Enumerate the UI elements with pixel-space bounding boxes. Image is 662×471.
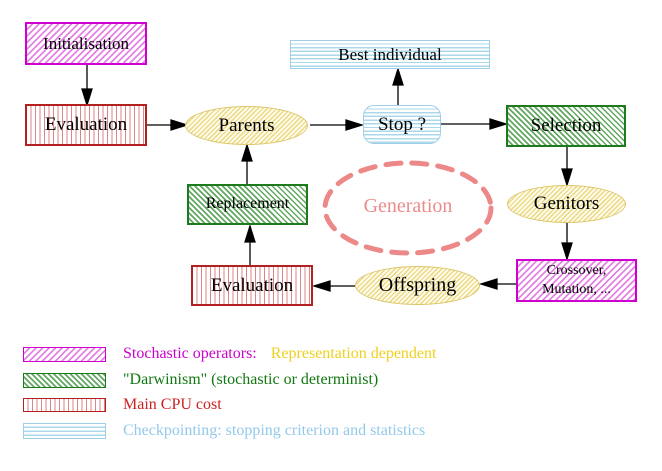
- node-stop: Stop ?: [363, 105, 441, 144]
- arrowhead-replacement-to-parents: [241, 142, 253, 162]
- node-selection: Selection: [506, 105, 626, 147]
- legend-swatch-main-cpu-cost: [23, 398, 106, 412]
- legend-row-stochastic-operators: Stochastic operators: Representation dep…: [23, 345, 436, 363]
- legend-label-stochastic-operators: Stochastic operators:: [123, 345, 257, 362]
- crossover-line2: Mutation, ...: [542, 281, 611, 297]
- node-parents-label: Parents: [218, 114, 275, 136]
- arrowhead-offspring-to-evaluation: [311, 280, 331, 292]
- legend-swatch-darwinism: [23, 372, 106, 388]
- crossover-line1: Crossover,: [546, 262, 607, 278]
- node-crossover-mutation-label: Crossover, Mutation, ...: [542, 262, 611, 300]
- generation-label: Generation: [363, 195, 453, 217]
- node-stop-label: Stop ?: [377, 113, 427, 135]
- arrowhead-genitors-to-crossover: [561, 242, 573, 262]
- node-evaluation-top-label: Evaluation: [44, 114, 128, 136]
- node-initialisation-label: Initialisation: [43, 33, 129, 53]
- arrowhead-stop-to-selection: [489, 118, 509, 130]
- node-evaluation-top: Evaluation: [25, 104, 147, 146]
- node-offspring: Offspring: [355, 266, 480, 305]
- node-initialisation: Initialisation: [25, 22, 147, 65]
- legend-row-checkpointing: Checkpointing: stopping criterion and st…: [23, 422, 425, 440]
- node-parents: Parents: [185, 106, 308, 145]
- node-best-individual: Best individual: [290, 40, 490, 69]
- legend-label-main-cpu-cost: Main CPU cost: [123, 396, 222, 413]
- node-genitors-label: Genitors: [533, 193, 600, 215]
- node-genitors: Genitors: [507, 185, 626, 223]
- node-offspring-label: Offspring: [378, 274, 457, 296]
- arrowhead-stop-to-best-individual: [392, 66, 404, 86]
- node-evaluation-bottom: Evaluation: [191, 265, 313, 306]
- legend-label-darwinism: "Darwinism" (stochastic or determinist): [123, 371, 379, 388]
- arrowhead-crossover-to-offspring: [478, 278, 498, 290]
- node-best-individual-label: Best individual: [338, 44, 442, 64]
- node-replacement: Replacement: [187, 184, 308, 225]
- node-evaluation-bottom-label: Evaluation: [210, 274, 294, 296]
- legend-label-representation-dependent: Representation dependent: [270, 345, 437, 362]
- arrowhead-selection-to-genitors: [561, 168, 573, 188]
- legend-swatch-stochastic-operators: [23, 346, 106, 362]
- node-crossover-mutation: Crossover, Mutation, ...: [516, 259, 637, 302]
- node-selection-label: Selection: [530, 115, 602, 137]
- arrowhead-evaluation-to-replacement: [244, 223, 256, 243]
- arrowhead-parents-to-stop: [345, 119, 365, 131]
- node-replacement-label: Replacement: [205, 195, 290, 213]
- legend-row-main-cpu-cost: Main CPU cost: [23, 396, 222, 414]
- legend-swatch-checkpointing: [23, 423, 106, 439]
- arrowhead-initialisation-to-evaluation: [81, 88, 93, 108]
- legend-row-darwinism: "Darwinism" (stochastic or determinist): [23, 371, 378, 389]
- legend-label-checkpointing: Checkpointing: stopping criterion and st…: [123, 422, 426, 439]
